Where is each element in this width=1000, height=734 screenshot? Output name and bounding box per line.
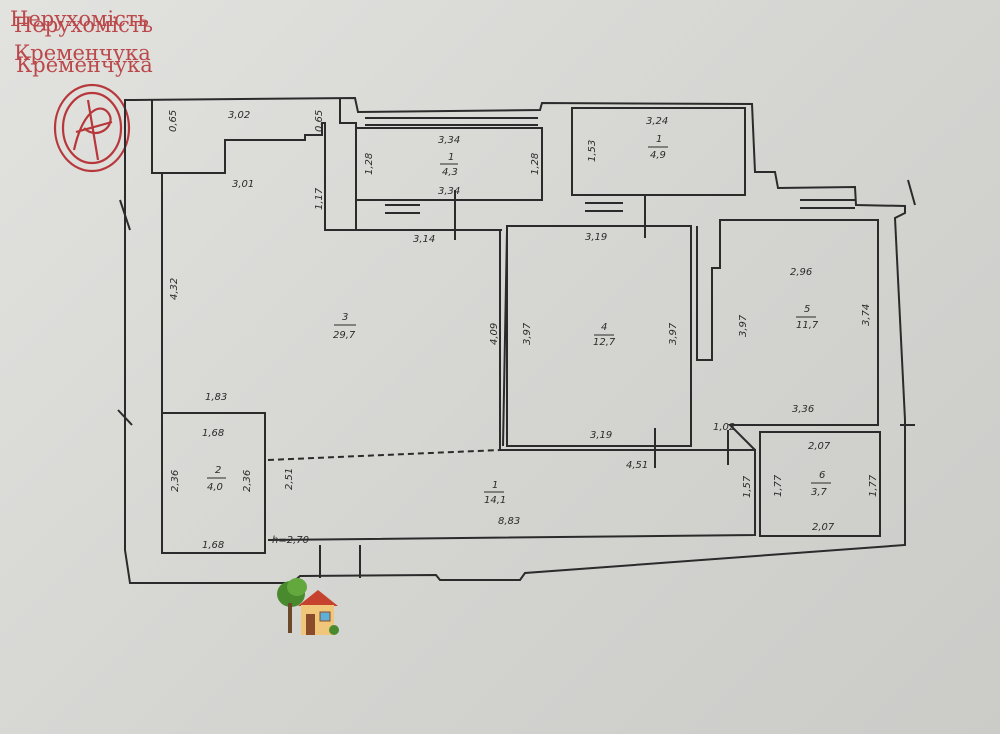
dimension: 2,36 — [242, 470, 253, 492]
dimension-labels: 3,02 0,65 0,65 3,01 1,17 4,32 4,09 1,83 … — [168, 110, 879, 551]
room-area: 14,1 — [484, 495, 506, 506]
watermark-line1-echo: Нерухомість — [14, 13, 153, 37]
room-number: 2 — [215, 465, 221, 476]
dimension: 2,07 — [812, 522, 835, 533]
outer-walls — [124, 96, 906, 584]
dimension: 3,74 — [861, 304, 872, 326]
dimension: 3,19 — [585, 232, 607, 243]
dimension: 2,51 — [284, 468, 295, 490]
room-number: 6 — [819, 470, 825, 481]
dimension: 4,51 — [626, 460, 648, 471]
room-labels: 1 4,3 1 4,9 3 29,7 4 12,7 5 11,7 2 4,0 1… — [207, 134, 831, 506]
dimension: 1,02 — [713, 422, 735, 433]
balcony-left — [355, 127, 543, 201]
room-number: 1 — [656, 134, 662, 145]
room-area: 4,9 — [650, 150, 666, 161]
dimension: 3,24 — [646, 116, 668, 127]
room-number: 3 — [342, 312, 348, 323]
dimension: 0,65 — [314, 110, 325, 132]
room-number: 4 — [601, 322, 607, 333]
watermark-line2-echo: Кременчука — [16, 53, 153, 77]
dimension: 2,36 — [170, 470, 181, 492]
room-area: 11,7 — [796, 320, 819, 331]
room-6-walls — [759, 431, 881, 537]
dimension: 8,83 — [498, 516, 520, 527]
room-number: 5 — [804, 304, 810, 315]
dimension: 1,57 — [742, 475, 753, 498]
dimension: 1,28 — [364, 153, 375, 175]
dimension: 3,34 — [438, 186, 460, 197]
watermark-line1: Нерухомість — [10, 7, 149, 31]
dimension: 3,97 — [738, 314, 749, 337]
dimension: 3,34 — [438, 135, 460, 146]
dimension: 3,19 — [590, 430, 612, 441]
dimension: 1,53 — [587, 140, 598, 162]
dimension: 3,01 — [232, 179, 254, 190]
watermark-seal-icon — [53, 83, 131, 173]
interior-walls — [117, 107, 916, 578]
room-number: 1 — [448, 152, 454, 163]
dimension: 4,32 — [169, 278, 180, 300]
house-with-tree-icon — [277, 578, 339, 635]
dimension: 1,17 — [314, 187, 325, 210]
room-area: 3,7 — [811, 487, 828, 498]
dimension: 1,77 — [868, 474, 879, 497]
balcony-right — [571, 107, 746, 196]
dimension: 3,14 — [413, 234, 435, 245]
dimension: 2,07 — [808, 441, 831, 452]
dimension: 3,97 — [522, 322, 533, 345]
dimension: 1,68 — [202, 540, 224, 551]
dimension: 2,96 — [790, 267, 812, 278]
room-area: 12,7 — [593, 337, 616, 348]
room-area: 4,3 — [442, 167, 458, 178]
dimension: 1,28 — [530, 153, 541, 175]
dimension: h=2,70 — [272, 535, 309, 546]
room-4-walls — [506, 225, 692, 447]
dimension: 1,68 — [202, 428, 224, 439]
dimension: 1,83 — [205, 392, 227, 403]
room-area: 4,0 — [207, 482, 223, 493]
dimension: 3,36 — [792, 404, 814, 415]
room-number: 1 — [492, 480, 498, 491]
dimension: 1,77 — [773, 474, 784, 497]
room-area: 29,7 — [333, 330, 356, 341]
dimension: 0,65 — [168, 110, 179, 132]
dimension: 3,97 — [668, 322, 679, 345]
dimension: 3,02 — [228, 110, 250, 121]
watermark-line2: Кременчука — [14, 41, 151, 65]
dimension: 4,09 — [489, 323, 500, 345]
